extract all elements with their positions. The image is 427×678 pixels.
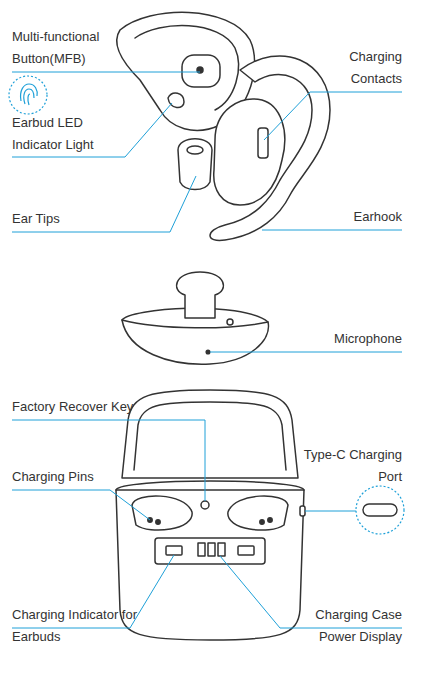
case-port	[300, 506, 305, 516]
leader-line	[12, 176, 196, 232]
part-label: Charging Contacts	[312, 46, 402, 90]
leader-lines	[12, 72, 402, 628]
part-label: Microphone	[292, 328, 402, 350]
charging-contacts	[258, 128, 268, 158]
digit-segment	[208, 543, 215, 556]
leader-line	[210, 352, 402, 353]
ear-tip	[178, 139, 212, 190]
part-label: Ear Tips	[12, 208, 132, 230]
earbud-side-top	[122, 320, 268, 328]
part-label: Charging Case Power Display	[292, 604, 402, 648]
charging-pin	[268, 518, 272, 522]
leader-line	[12, 420, 205, 501]
microphone-hole	[206, 350, 210, 354]
recover-key	[201, 501, 209, 509]
part-label: Earhook	[312, 206, 402, 228]
part-label: Factory Recover Key	[12, 396, 182, 418]
leader-line	[12, 72, 200, 73]
usb-c-icon	[356, 486, 404, 534]
side-sensor	[227, 319, 233, 325]
case-base	[116, 490, 304, 640]
part-label: Charging Indicator for Earbuds	[12, 604, 142, 648]
earbud-hook-inner	[135, 26, 238, 110]
battery-icon	[166, 546, 182, 555]
case-lid	[122, 390, 298, 478]
leader-line	[262, 230, 402, 231]
ear-tip-side	[177, 272, 224, 318]
case-rim	[116, 481, 304, 490]
right-cavity	[228, 496, 288, 530]
part-label: Earbud LED Indicator Light	[12, 112, 132, 156]
charging-pin	[156, 520, 160, 524]
leader-line	[264, 92, 402, 140]
mfb-button	[182, 55, 220, 87]
leader-line	[12, 490, 150, 520]
digit-segment	[218, 543, 225, 556]
ear-tip-hole	[187, 146, 203, 154]
part-label: Multi-functional Button(MFB)	[12, 26, 132, 70]
part-label: Charging Pins	[12, 466, 132, 488]
leader-line	[305, 511, 356, 512]
part-label: Type-C Charging Port	[302, 444, 402, 488]
earbud-front-hook	[210, 56, 330, 241]
charging-pin	[260, 520, 264, 524]
case-lid-inner	[134, 402, 286, 470]
touch-icon	[9, 76, 47, 114]
earbud-front-body	[214, 99, 285, 205]
digit-segment	[198, 543, 205, 556]
battery-icon	[238, 546, 254, 555]
leader-line	[12, 103, 172, 157]
